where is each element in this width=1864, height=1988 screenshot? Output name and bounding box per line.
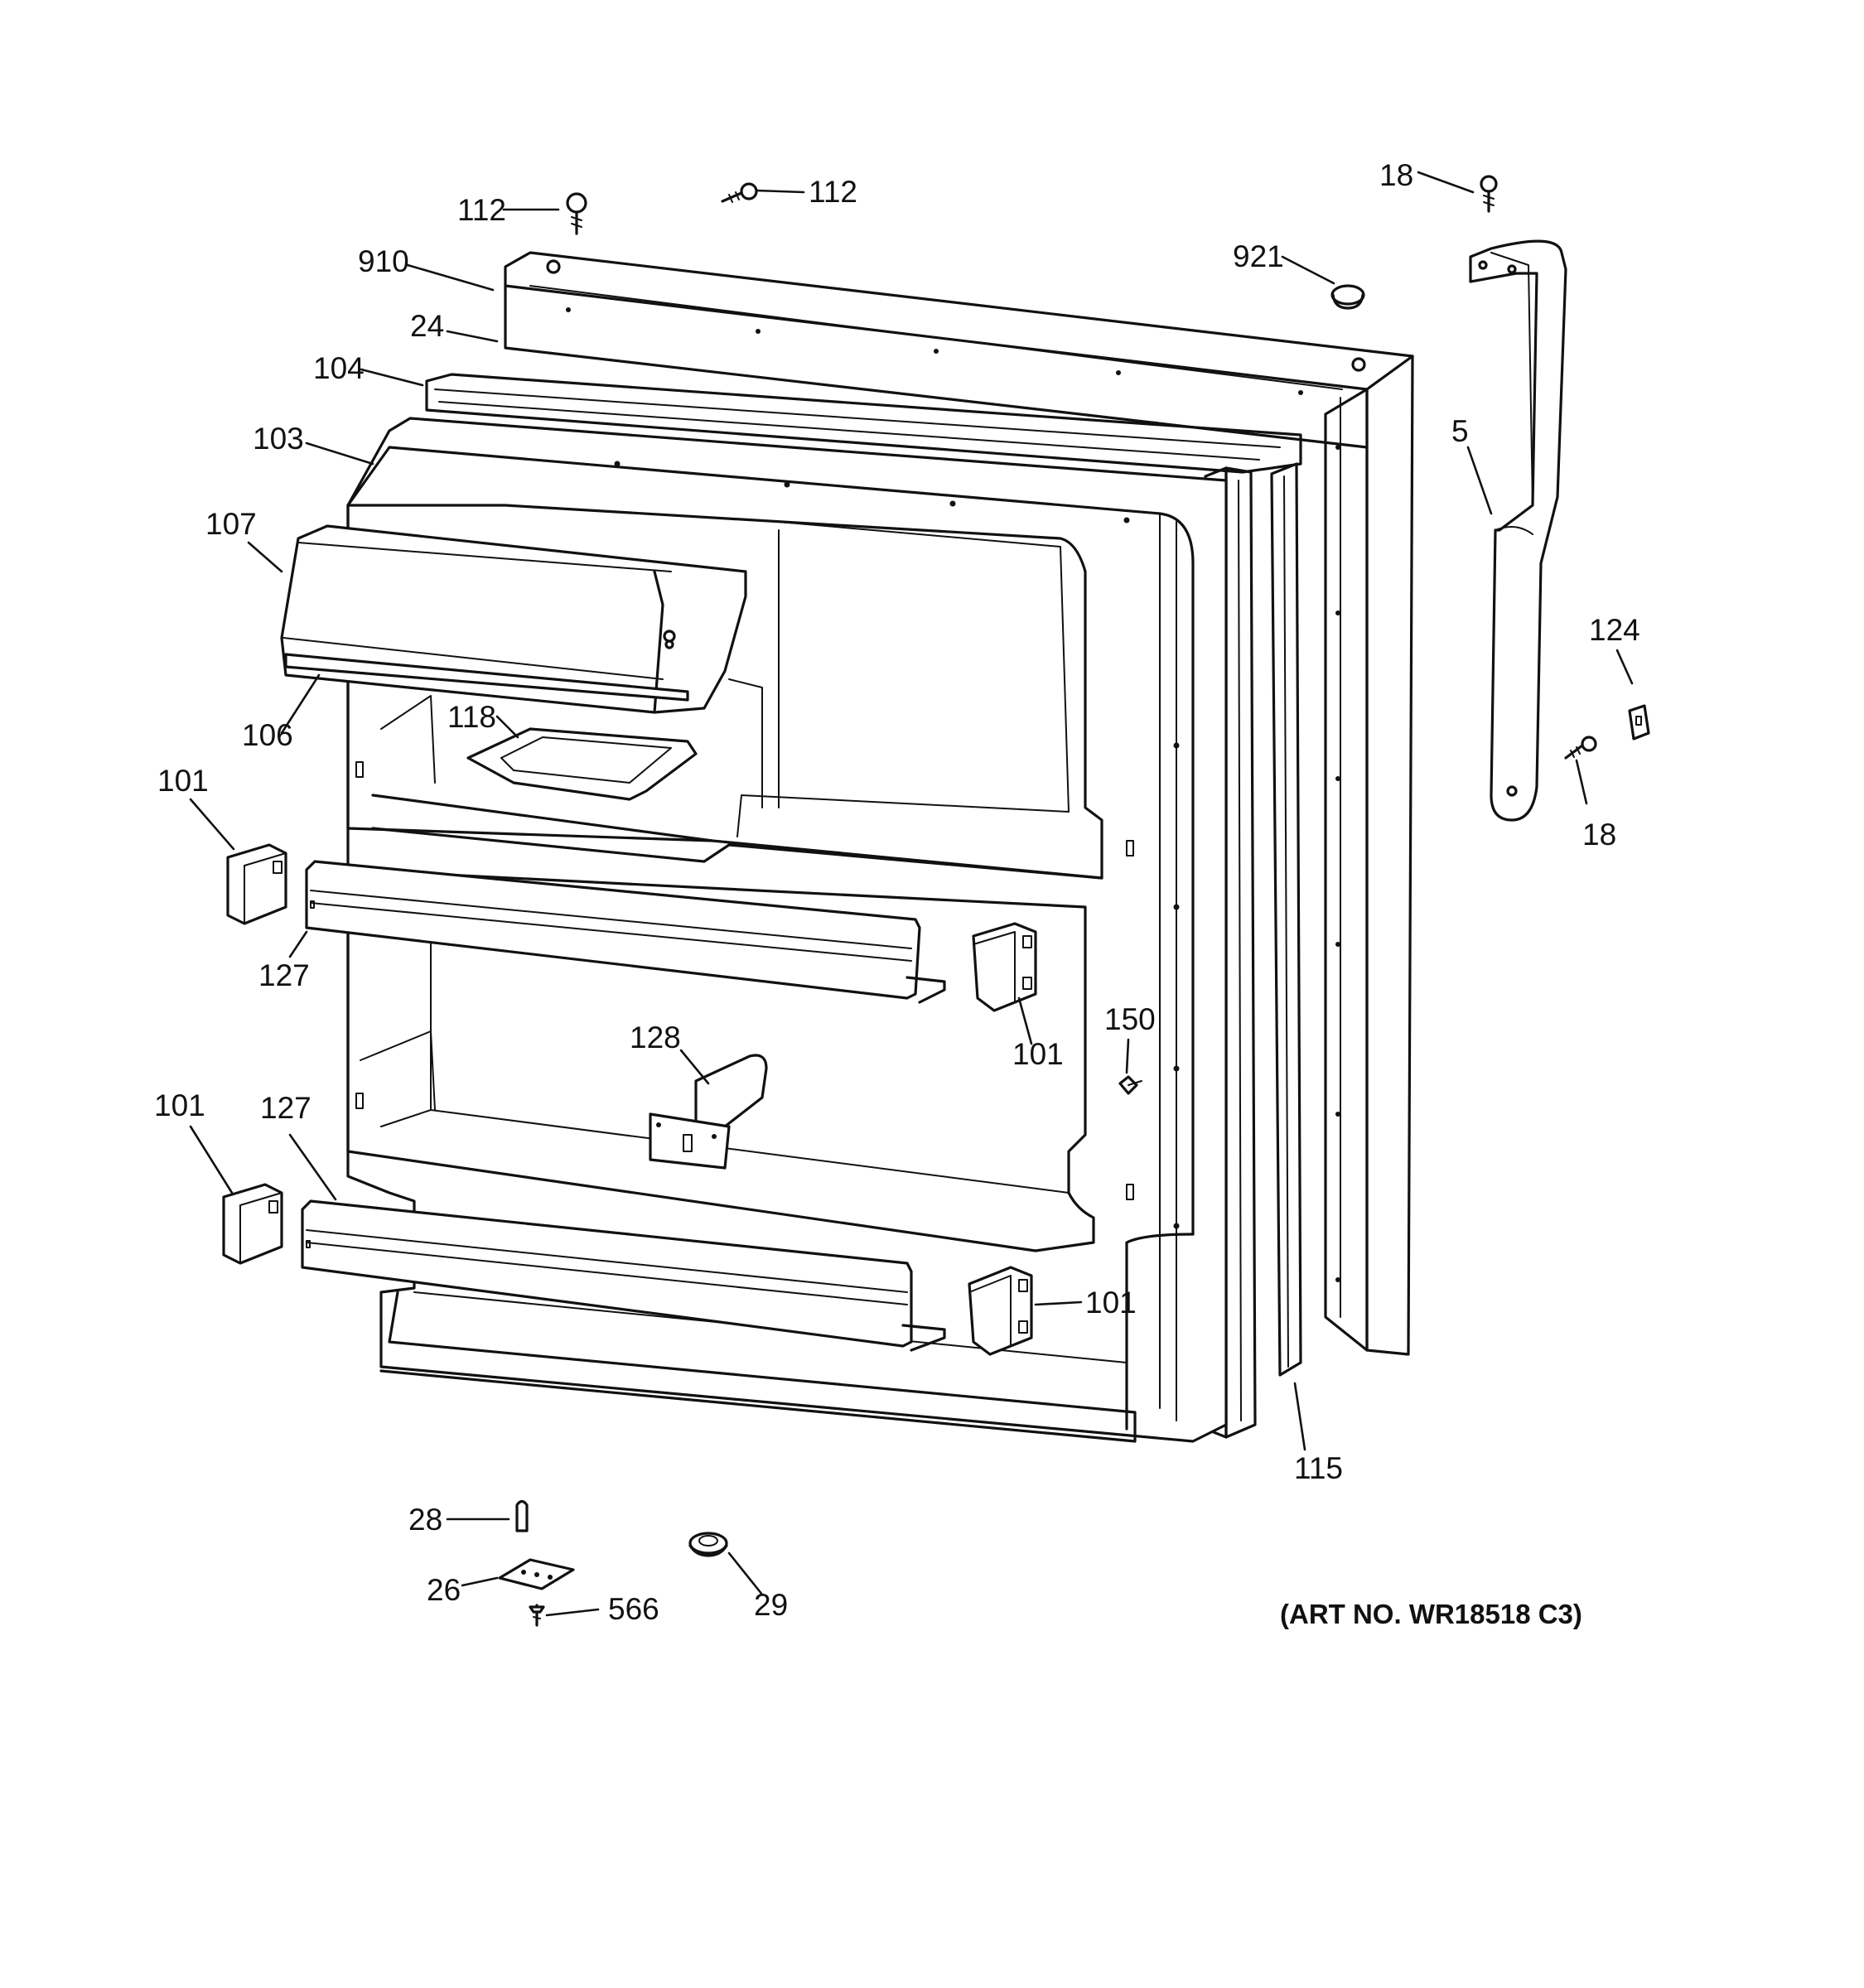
bumper-29 (688, 1532, 728, 1557)
label-127-lower: 127 (260, 1091, 311, 1125)
label-101-lower-right: 101 (1085, 1286, 1137, 1320)
leader-lines (189, 171, 1634, 1617)
label-118: 118 (447, 700, 496, 734)
dairy-compartment-door (280, 524, 747, 714)
label-18-top: 18 (1379, 158, 1413, 192)
shelf-end-cap-lower-left (222, 1183, 283, 1265)
label-106: 106 (242, 718, 293, 752)
part-labels: 112 112 18 910 921 24 104 103 5 107 124 … (154, 158, 1640, 1626)
outer-door-panel (504, 251, 1414, 1356)
shelf-end-cap-upper-left (226, 843, 287, 925)
hinge-plate-26 (498, 1558, 575, 1590)
pin-28 (515, 1499, 529, 1532)
shelf-rail-upper (305, 860, 946, 1004)
butter-tray (466, 727, 698, 801)
label-101-lower-left: 101 (154, 1088, 205, 1122)
screw-112-vertical (566, 192, 587, 235)
screw-18-side (1564, 736, 1597, 760)
label-5: 5 (1451, 414, 1469, 448)
label-24: 24 (410, 309, 444, 343)
label-29: 29 (754, 1588, 788, 1622)
label-112-right: 112 (809, 175, 857, 209)
door-handle (1469, 239, 1567, 822)
label-28: 28 (408, 1503, 442, 1537)
upper-compartment (346, 504, 1103, 880)
handle-end-cap (1628, 704, 1650, 741)
label-115: 115 (1294, 1451, 1343, 1485)
screw-18-top (1480, 175, 1498, 213)
label-921: 921 (1233, 239, 1284, 273)
shelf-end-cap-lower-right (968, 1266, 1033, 1356)
breaker-strip (1270, 462, 1302, 1377)
label-107: 107 (205, 507, 257, 541)
label-104: 104 (313, 351, 365, 385)
retainer-bracket (649, 1054, 768, 1170)
label-128: 128 (630, 1021, 681, 1054)
screw-150 (1118, 1075, 1142, 1095)
shelf-rail-lower (301, 1199, 946, 1352)
label-101-upper-right: 101 (1012, 1037, 1064, 1071)
label-112-left: 112 (457, 193, 506, 227)
label-150: 150 (1104, 1002, 1156, 1036)
label-18-side: 18 (1582, 818, 1616, 852)
art-number: (ART NO. WR18518 C3) (1280, 1599, 1582, 1629)
label-910: 910 (358, 244, 409, 278)
label-566: 566 (608, 1592, 659, 1626)
label-124: 124 (1589, 613, 1640, 647)
label-127-upper: 127 (258, 958, 310, 992)
hole-plug (1330, 284, 1365, 310)
screw-566 (529, 1604, 545, 1627)
label-26: 26 (427, 1573, 461, 1607)
screw-112-horizontal (721, 182, 758, 203)
shelf-end-cap-upper-right (972, 922, 1037, 1012)
label-103: 103 (253, 422, 304, 456)
label-101-upper-left: 101 (157, 764, 209, 798)
